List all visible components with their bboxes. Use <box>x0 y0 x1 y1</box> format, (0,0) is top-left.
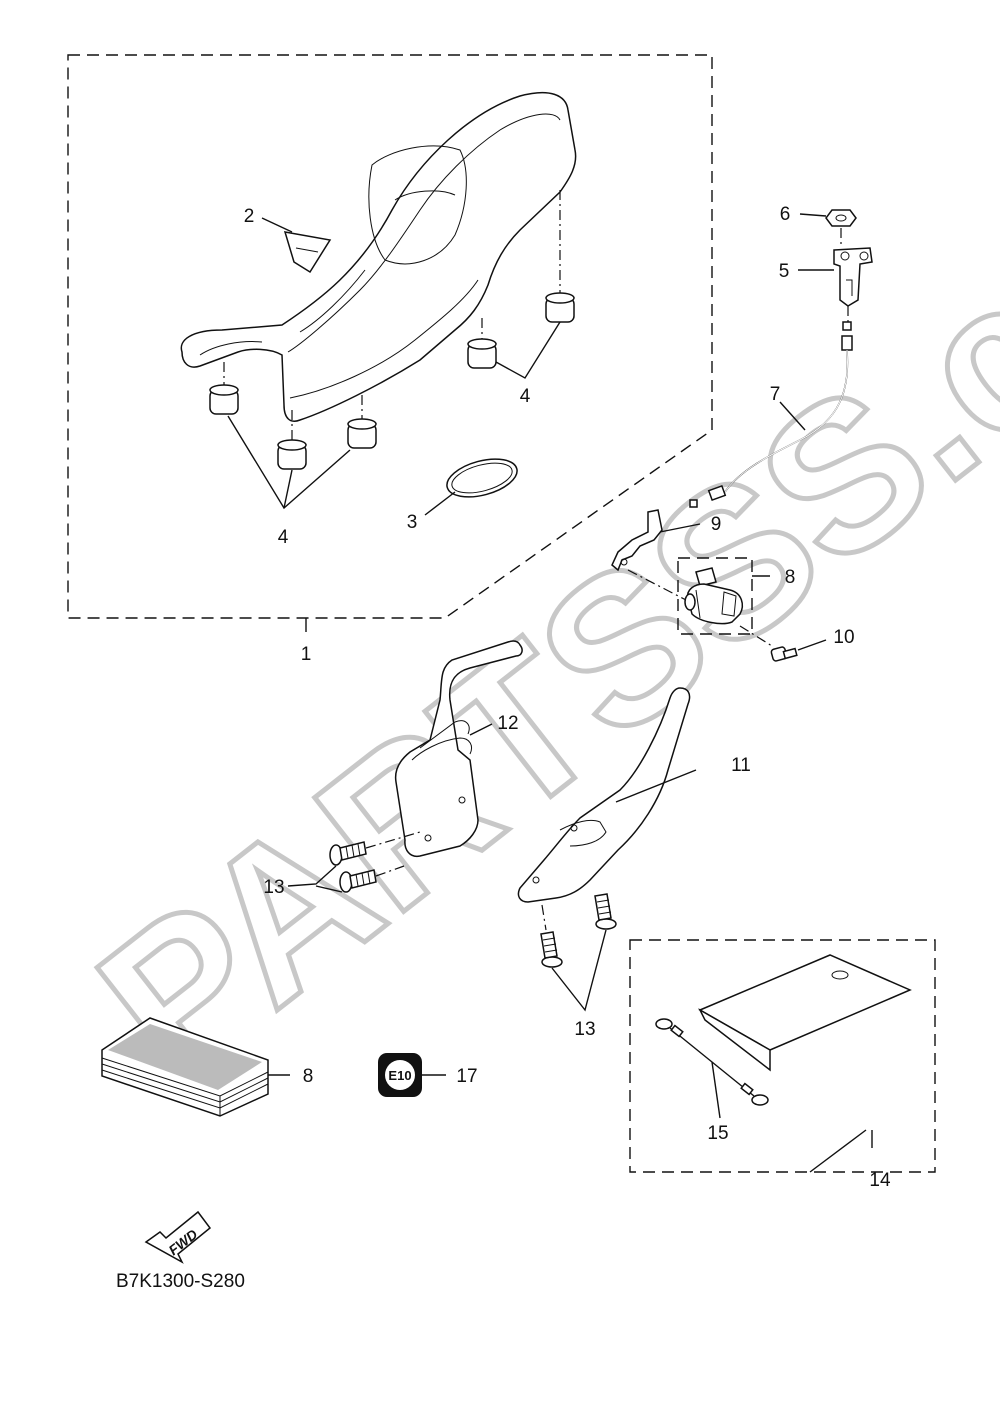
callout-2: 2 <box>244 206 255 227</box>
lock-screw[interactable] <box>770 646 798 662</box>
callout-13a: 13 <box>263 877 284 898</box>
nut[interactable] <box>825 209 857 227</box>
damper-1[interactable] <box>209 384 239 415</box>
seat-lock[interactable] <box>684 567 743 625</box>
damper-3[interactable] <box>347 418 377 449</box>
callout-3: 3 <box>407 512 418 533</box>
callout-4b: 4 <box>520 386 531 407</box>
seal-ring[interactable] <box>443 452 521 503</box>
seat[interactable] <box>180 91 577 422</box>
seat-assembly-outline <box>67 54 713 619</box>
callout-8a: 8 <box>785 567 796 588</box>
grab-handle-left[interactable] <box>394 640 523 858</box>
tool-kit-outline <box>629 939 936 1173</box>
e10-label-text: E10 <box>388 1068 411 1083</box>
callout-15: 15 <box>707 1123 728 1144</box>
callout-8b: 8 <box>303 1066 314 1087</box>
e10-fuel-label[interactable]: E10 <box>378 1053 422 1097</box>
grab-handle-right[interactable] <box>517 687 691 903</box>
diagram-code: B7K1300-S280 <box>116 1271 245 1292</box>
handle-bolt-2[interactable] <box>339 869 377 893</box>
callout-11: 11 <box>731 755 751 776</box>
damper-5[interactable] <box>545 292 575 323</box>
callout-17: 17 <box>456 1066 477 1087</box>
forward-arrow-icon: FWD <box>144 1210 212 1264</box>
callout-4a: 4 <box>278 527 289 548</box>
callout-13b: 13 <box>574 1019 595 1040</box>
callout-7: 7 <box>770 384 781 405</box>
lock-plate[interactable] <box>611 509 663 572</box>
callout-14: 14 <box>869 1170 891 1191</box>
owners-manual[interactable] <box>101 1017 269 1117</box>
callout-10: 10 <box>833 627 854 648</box>
damper-4[interactable] <box>467 338 497 369</box>
seat-lock-outline <box>677 557 753 635</box>
handle-bolt-3[interactable] <box>540 931 563 968</box>
seat-lock-bracket[interactable] <box>833 247 873 307</box>
handle-bolt-1[interactable] <box>329 841 367 866</box>
helmet-holding-cable[interactable] <box>655 1018 769 1106</box>
handle-bolt-4[interactable] <box>594 893 617 930</box>
seat-lock-cable[interactable] <box>689 321 853 508</box>
callout-9: 9 <box>711 514 722 535</box>
damper-2[interactable] <box>277 439 307 470</box>
callout-12: 12 <box>497 713 518 734</box>
callout-5: 5 <box>779 261 790 282</box>
callout-1: 1 <box>301 644 312 665</box>
tool-bag[interactable] <box>698 954 912 1072</box>
seat-label-sticker[interactable] <box>283 231 332 274</box>
callout-6: 6 <box>780 204 791 225</box>
